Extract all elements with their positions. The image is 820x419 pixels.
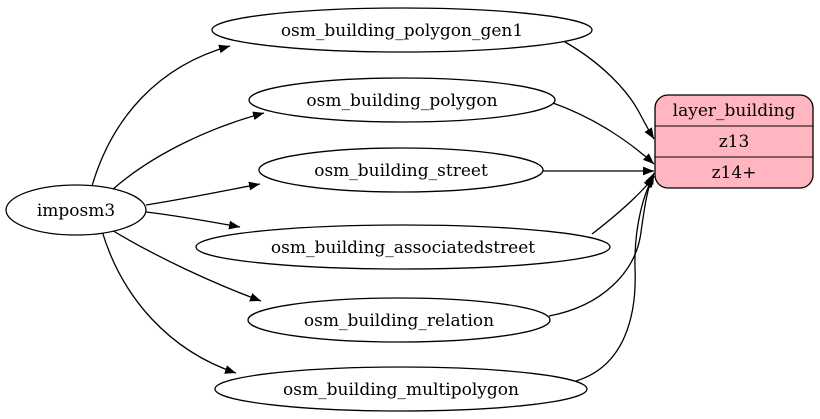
osm_building_polygon-label: osm_building_polygon [306,91,497,111]
edge-imposm3-to-osm_building_relation [109,228,262,302]
node-osm_building_relation: osm_building_relation [247,297,551,343]
edge-osm_building_polygon_gen1-to-z13 [564,41,655,140]
imposm3-label: imposm3 [37,201,115,221]
osm_building_associatedstreet-ellipse [195,224,611,270]
osm_building_street-label: osm_building_street [314,161,488,181]
osm_building_associatedstreet-label: osm_building_associatedstreet [271,238,535,258]
layer_building-box [654,94,814,189]
node-osm_building_polygon_gen1: osm_building_polygon_gen1 [211,7,593,53]
osm_building_street-ellipse [258,147,544,193]
edge-osm_building_multipolygon-to-z14 [575,175,655,382]
layer_building-row-z13: z13 [719,132,750,152]
osm_building_multipolygon-label: osm_building_multipolygon [283,380,519,400]
edges-from-source [91,44,265,374]
layer_building-row-z14: z14+ [712,163,757,183]
osm_building_relation-ellipse [247,297,551,343]
edge-imposm3-to-osm_building_multipolygon [101,230,237,374]
edge-imposm3-to-osm_building_polygon [111,111,265,191]
osm_building_multipolygon-ellipse [214,366,588,412]
osm_building_relation-label: osm_building_relation [304,311,494,331]
imposm3-ellipse [5,184,147,236]
node-imposm3: imposm3 [5,184,147,236]
osm_building_polygon_gen1-label: osm_building_polygon_gen1 [281,21,523,41]
edge-osm_building_relation-to-z14 [548,172,655,317]
osm_building_polygon-ellipse [248,77,556,123]
edge-osm_building_polygon-to-z14 [552,102,655,165]
edge-imposm3-to-osm_building_polygon_gen1 [91,44,231,187]
edges-to-layer [543,41,655,382]
node-layer_building: layer_building z13 z14+ [654,94,814,189]
node-osm_building_polygon: osm_building_polygon [248,77,556,123]
edge-imposm3-to-osm_building_street [145,181,261,206]
osm_building_polygon_gen1-ellipse [211,7,593,53]
node-osm_building_street: osm_building_street [258,147,544,193]
node-osm_building_associatedstreet: osm_building_associatedstreet [195,224,611,270]
layer_building-title: layer_building [673,101,796,121]
node-osm_building_multipolygon: osm_building_multipolygon [214,366,588,412]
edge-imposm3-to-osm_building_associatedstreet [145,211,241,230]
